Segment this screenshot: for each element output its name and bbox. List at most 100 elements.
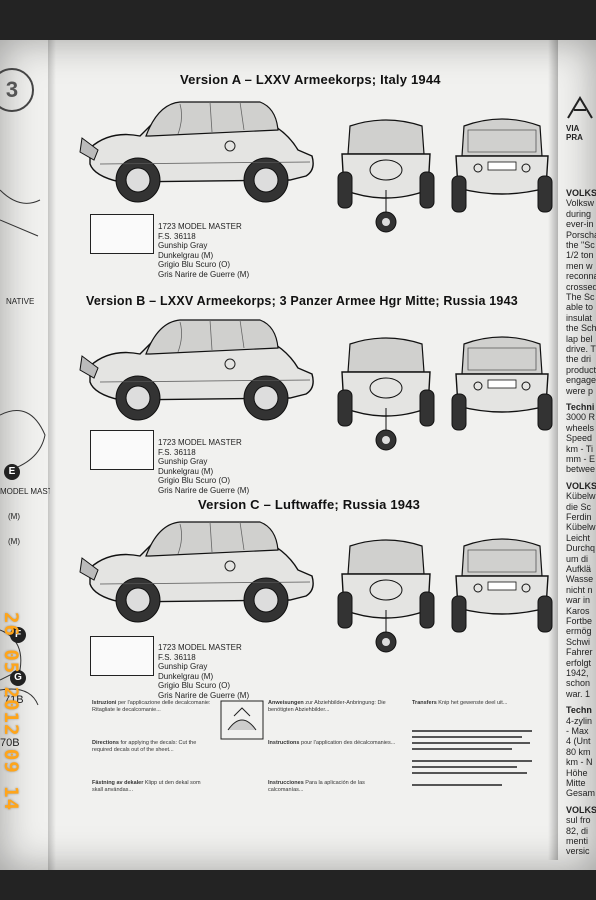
left-paint-line: MODEL MASTER bbox=[0, 487, 50, 496]
history-text-line: Porscha bbox=[566, 229, 596, 240]
left-paint-line: (M) bbox=[8, 512, 20, 521]
history-text-line: nicht n bbox=[566, 584, 593, 595]
schwimmwagen-side-view bbox=[79, 521, 314, 623]
paint-line: Grigio Blu Scuro (O) bbox=[158, 476, 231, 485]
decal-instructions-en: Directions for applying the decals: Cut … bbox=[92, 740, 212, 753]
history-text-line: were p bbox=[566, 385, 594, 396]
history-text-line: 3000 R bbox=[566, 412, 596, 423]
paint-line: Gunship Gray bbox=[158, 662, 208, 671]
instr-text: Para la aplicación de las calcomanías... bbox=[268, 780, 365, 793]
decal-instructions-se: Fästning av dekaler Klipp ut den dekal s… bbox=[92, 780, 212, 793]
version-c-title: Version C – Luftwaffe; Russia 1943 bbox=[198, 497, 421, 512]
history-text-line: km - Ti bbox=[566, 443, 593, 454]
version-b-title: Version B – LXXV Armeekorps; 3 Panzer Ar… bbox=[86, 294, 518, 308]
instr-heading: Fästning av dekaler bbox=[92, 780, 144, 786]
paint-swatch bbox=[90, 430, 154, 470]
history-text-line: ermög bbox=[566, 626, 592, 637]
history-text-line: versic bbox=[566, 846, 590, 857]
camera-timestamp: 26 05 2012 09 14 bbox=[0, 612, 22, 812]
history-text-line: war. 1 bbox=[566, 688, 591, 699]
history-text-line: schon bbox=[566, 678, 591, 689]
history-text-line: during bbox=[566, 208, 592, 219]
paint-swatch bbox=[90, 636, 154, 676]
history-text-line: Volksw bbox=[566, 198, 595, 209]
paint-line: Grigio Blu Scuro (O) bbox=[158, 260, 231, 269]
history-text-line: VOLKS bbox=[566, 188, 596, 198]
history-text-line: Fahrer bbox=[566, 647, 593, 658]
part-number: 71B bbox=[4, 694, 24, 706]
history-text-line: km - N bbox=[566, 757, 593, 768]
instr-heading: Istruzioni bbox=[92, 700, 117, 706]
history-text-line: 1942, bbox=[566, 668, 589, 678]
schwimmwagen-side-view bbox=[79, 319, 314, 421]
callout-f: F bbox=[10, 627, 26, 643]
history-text-line: lap bel bbox=[566, 333, 593, 344]
instr-heading: Directions bbox=[92, 740, 119, 746]
instr-text: per l'applicazione delle decalcomanie: R… bbox=[92, 700, 211, 713]
history-text-line: Durchq bbox=[566, 543, 596, 554]
history-text-line: betwee bbox=[566, 464, 596, 475]
schwimmwagen-front-view bbox=[451, 118, 553, 213]
history-text-line: Kübelw bbox=[566, 522, 596, 533]
history-text-line: VOLKS bbox=[566, 480, 596, 491]
history-text-line: Ferdin bbox=[566, 512, 592, 522]
paper-fold bbox=[48, 40, 56, 870]
history-text-line: Mitte bbox=[566, 778, 586, 788]
schwimmwagen-rear-view bbox=[337, 119, 435, 233]
history-text-line: engage bbox=[566, 375, 596, 386]
history-text-line: men w bbox=[566, 260, 593, 271]
instr-heading: Instructions bbox=[268, 740, 300, 746]
paper-fold-right bbox=[548, 40, 558, 860]
left-paint-line: (M) bbox=[8, 537, 20, 546]
decal-instructions-fr: Instructions pour l'application des déca… bbox=[268, 740, 400, 747]
alt-label: NATIVE bbox=[6, 297, 35, 306]
callout-g: G bbox=[10, 670, 26, 686]
instr-heading: Instrucciones bbox=[268, 780, 304, 786]
history-text-line: Kübelw bbox=[566, 491, 596, 502]
instr-text: Klipp ut den dekal som skall användas... bbox=[92, 780, 201, 793]
history-text-line: Speed bbox=[566, 433, 593, 444]
instr-text: for applying the decals: Cut the require… bbox=[92, 740, 197, 753]
brand-logo-icon bbox=[567, 96, 593, 119]
history-text-line: Schwi bbox=[566, 636, 591, 647]
decal-instructions-de: Anweisungen zur Abziehbilder-Anbringung:… bbox=[268, 700, 400, 713]
paint-line: 1723 MODEL MASTER bbox=[158, 222, 242, 231]
history-text-line: Fortbe bbox=[566, 616, 593, 626]
paint-line: Gris Narire de Guerre (M) bbox=[158, 269, 250, 279]
history-text-line: wheels bbox=[566, 422, 595, 433]
paint-line: Dunkelgrau (M) bbox=[158, 250, 214, 260]
history-text-line: crossed bbox=[566, 281, 596, 292]
instr-heading: Anweisungen bbox=[268, 700, 304, 706]
history-text-line: Aufklä bbox=[566, 564, 592, 574]
history-text-line: The Sc bbox=[566, 292, 595, 302]
decal-instructions-es: Instrucciones Para la aplicación de las … bbox=[268, 780, 400, 793]
paint-line: Gris Narire de Guerre (M) bbox=[158, 690, 250, 700]
part-number: 70B bbox=[0, 737, 20, 749]
instr-text: pour l'application des décalcomanies... bbox=[301, 740, 396, 746]
left-panel-drawings bbox=[0, 189, 46, 706]
callout-e: E bbox=[4, 464, 20, 480]
schwimmwagen-front-view bbox=[451, 336, 553, 431]
version-a-title: Version A – LXXV Armeekorps; Italy 1944 bbox=[180, 72, 441, 87]
history-text-line: Techn bbox=[566, 705, 592, 716]
schwimmwagen-rear-view bbox=[337, 539, 435, 653]
schwimmwagen-rear-view bbox=[337, 337, 435, 451]
history-text-line: reconna bbox=[566, 271, 596, 282]
history-text-line: the "Sc bbox=[566, 240, 595, 250]
instr-text: Knip het gewenste deel uit... bbox=[438, 700, 508, 706]
paint-legend-b: 1723 MODEL MASTER F.S. 36118 Gunship Gra… bbox=[158, 438, 249, 495]
instr-heading: Transfers bbox=[412, 700, 437, 706]
history-text-line: ever-in bbox=[566, 219, 594, 230]
paint-line: F.S. 36118 bbox=[158, 447, 196, 457]
history-text-line: um di bbox=[566, 553, 589, 564]
history-text-line: product bbox=[566, 364, 596, 375]
paint-line: F.S. 36118 bbox=[158, 652, 196, 662]
history-text-line: menti bbox=[566, 836, 589, 846]
history-text-line: mm - E bbox=[566, 454, 595, 464]
paint-line: 1723 MODEL MASTER bbox=[158, 438, 242, 447]
history-text-line: die Sc bbox=[566, 501, 592, 512]
history-text-line: 4 (Unt bbox=[566, 736, 591, 747]
paint-legend-c: 1723 MODEL MASTER F.S. 36118 Gunship Gra… bbox=[158, 643, 249, 700]
decal-instructions-it: Istruzioni per l'applicazione delle deca… bbox=[92, 700, 212, 713]
